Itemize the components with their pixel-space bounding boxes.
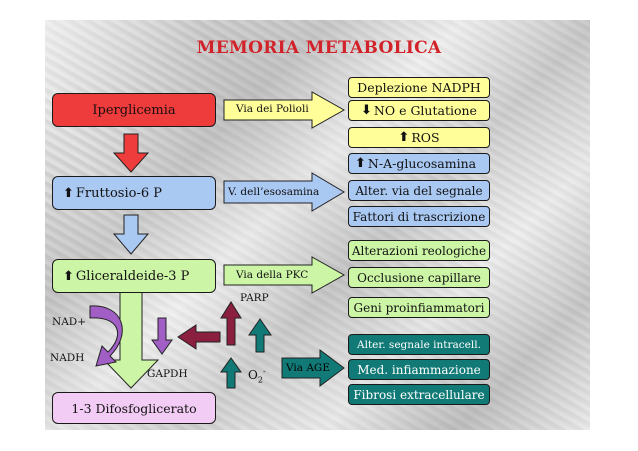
- iperglicemia-label: Iperglicemia: [92, 102, 176, 118]
- arrow-right-teal: [281, 349, 345, 387]
- effect-geni-proinfiammatori: Geni proinfiammatori: [348, 297, 490, 318]
- pathway-label-esosamina: V. dell’esosamina: [228, 186, 320, 198]
- effect-ros: ⬆ ROS: [348, 127, 490, 148]
- arrow-down-purple: [151, 317, 173, 355]
- effect-label: NO e Glutatione: [373, 103, 477, 118]
- gliceraldeide-box: ⬆ Gliceraldeide-3 P: [52, 259, 216, 293]
- effect-label: Fattori di trascrizione: [352, 209, 486, 224]
- fruttosio-label: Fruttosio-6 P: [75, 185, 162, 201]
- arrow-left-maroon: [177, 324, 221, 350]
- effect-deplezione-nadph: Deplezione NADPH: [348, 77, 490, 98]
- effect-alterazioni-reologiche: Alterazioni reologiche: [348, 240, 490, 261]
- pathway-label-age: Via AGE: [286, 362, 330, 374]
- effect-fattori-trascrizione: Fattori di trascrizione: [348, 206, 490, 227]
- arrow-curved-nad-nadh: [89, 305, 123, 367]
- fruttosio-box: ⬆ Fruttosio-6 P: [52, 176, 216, 210]
- arrow-right-blue: [223, 172, 345, 212]
- difosfoglicerato-label: 1-3 Difosfoglicerato: [71, 400, 197, 416]
- arrow-down-blue: [112, 214, 150, 255]
- gliceraldeide-label: Gliceraldeide-3 P: [75, 268, 190, 284]
- effect-label: Occlusione capillare: [357, 270, 481, 285]
- pathway-label-pkc: Via della PKC: [236, 269, 309, 281]
- arrow-up-icon: ⬆: [63, 268, 74, 284]
- o2-label: O2-: [248, 367, 266, 384]
- o2-base: O: [248, 368, 258, 382]
- effect-alter-via-segnale: Alter. via del segnale: [348, 180, 490, 201]
- arrow-up-icon: ⬆: [398, 130, 410, 145]
- effect-label: Alter. via del segnale: [355, 183, 483, 198]
- arrow-up-icon: ⬆: [355, 156, 366, 171]
- parp-label: PARP: [240, 292, 269, 304]
- effect-alter-segnale-intracell: Alter. segnale intracell.: [348, 334, 490, 355]
- gapdh-label: GAPDH: [147, 368, 188, 380]
- arrow-up-teal-lower: [220, 357, 242, 389]
- effect-label: Med. infiammazione: [357, 362, 481, 377]
- difosfoglicerato-box: 1-3 Difosfoglicerato: [52, 392, 216, 424]
- nadh-label: NADH: [50, 352, 85, 364]
- arrow-right-green: [223, 256, 346, 294]
- effect-label: ROS: [411, 130, 440, 145]
- arrow-down-icon: ⬇: [361, 103, 372, 118]
- arrow-right-yellow: [223, 91, 346, 129]
- effect-label: N-A-glucosamina: [367, 156, 477, 171]
- effect-n-a-glucosamina: ⬆ N-A-glucosamina: [348, 153, 490, 174]
- page-title: MEMORIA METABOLICA: [196, 38, 442, 58]
- nad-label: NAD+: [52, 316, 86, 328]
- effect-occlusione-capillare: Occlusione capillare: [348, 267, 490, 288]
- effect-med-infiammazione: Med. infiammazione: [348, 359, 490, 380]
- arrow-up-teal-upper: [248, 318, 272, 353]
- pathway-label-polioli: Via dei Polioli: [236, 103, 309, 115]
- arrow-down-red: [112, 133, 150, 173]
- effect-label: Fibrosi extracellulare: [353, 387, 485, 402]
- iperglicemia-box: Iperglicemia: [52, 93, 216, 127]
- effect-label: Alter. segnale intracell.: [357, 338, 481, 351]
- arrow-up-maroon: [220, 301, 242, 346]
- effect-fibrosi-extracellulare: Fibrosi extracellulare: [348, 384, 490, 405]
- effect-label: Alterazioni reologiche: [351, 243, 487, 258]
- o2-subscript: 2: [257, 375, 263, 385]
- effect-label: Geni proinfiammatori: [353, 300, 485, 315]
- effect-no-glutatione: ⬇ NO e Glutatione: [348, 100, 490, 121]
- arrow-up-icon: ⬆: [63, 185, 74, 201]
- arrow-down-green: [102, 289, 160, 389]
- effect-label: Deplezione NADPH: [357, 80, 481, 95]
- o2-superscript: -: [262, 367, 266, 376]
